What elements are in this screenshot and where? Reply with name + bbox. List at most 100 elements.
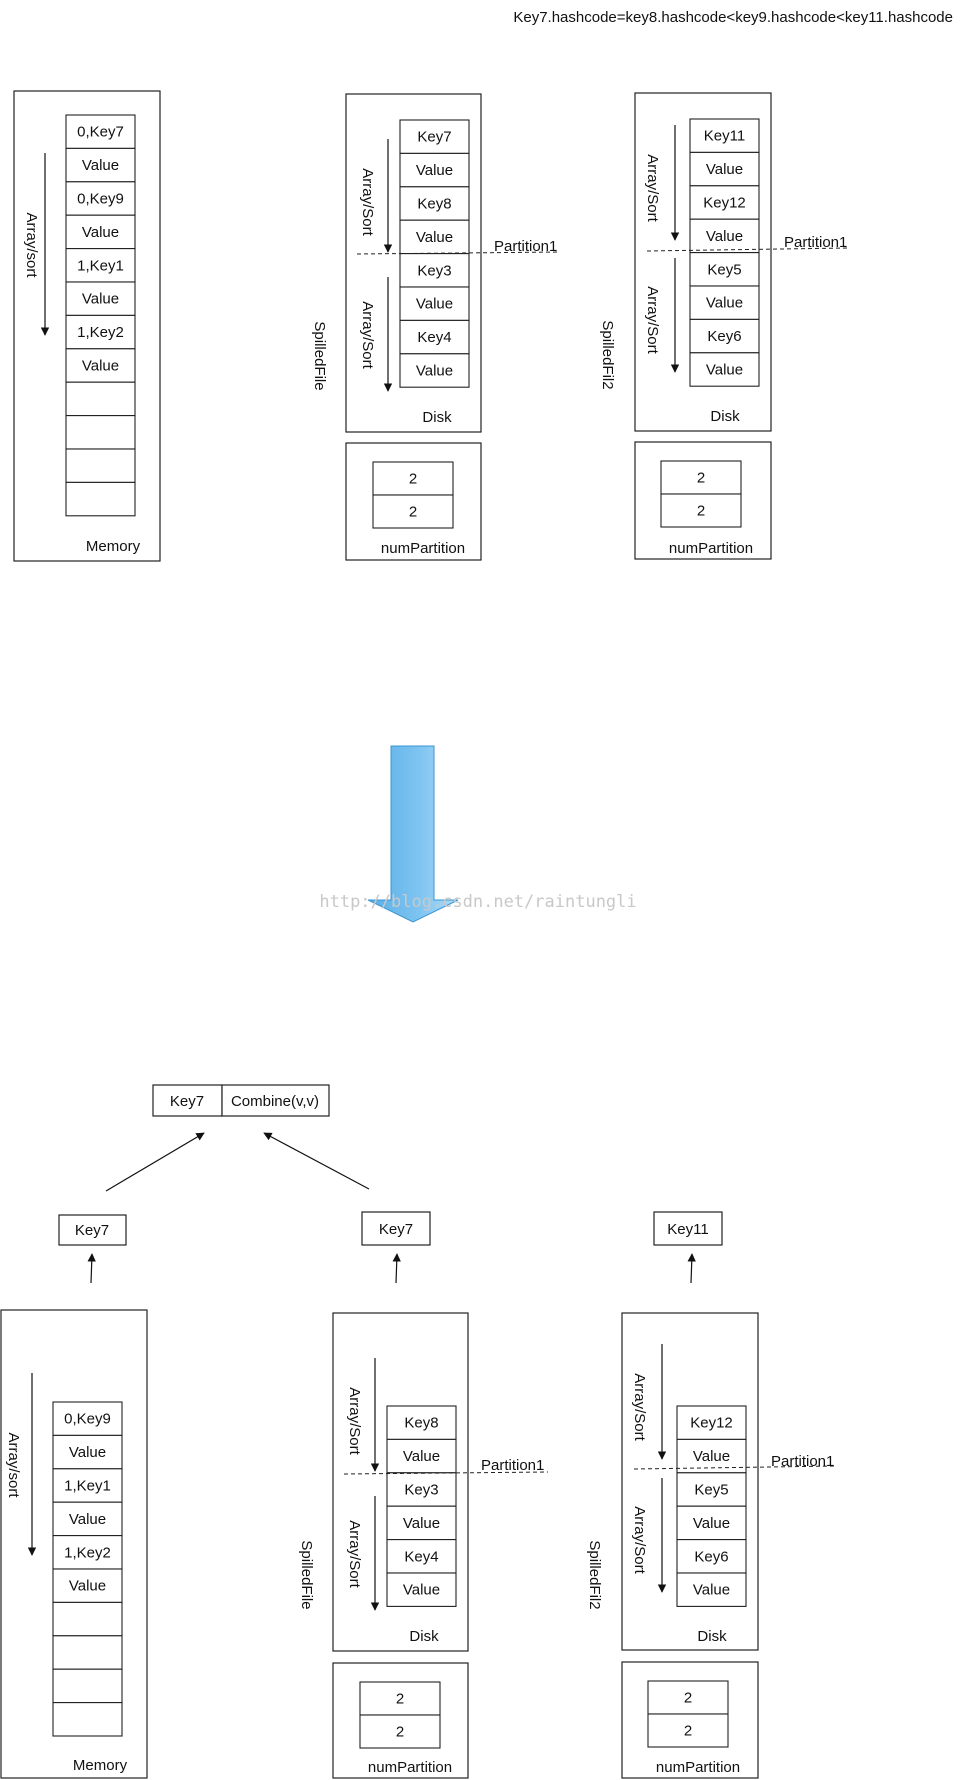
result-op-box [221, 1084, 330, 1117]
cell-label: Key12 [690, 1415, 733, 1432]
cell-label: Value [69, 1578, 106, 1595]
num-partition-frame [345, 442, 482, 561]
spilled-file2-label: SpilledFil2 [599, 320, 616, 389]
array-sort-label: Array/Sort [631, 1506, 648, 1574]
head-key-spill2: Key11 [653, 1211, 723, 1284]
merge-result: Key7 Combine(v,v) [105, 1084, 370, 1192]
cell-box [65, 181, 136, 216]
cell-label: Value [706, 295, 743, 312]
cell-box [65, 381, 136, 417]
memory-label: Memory [86, 538, 141, 555]
partition1-label: Partition1 [771, 1453, 834, 1470]
cell-label: Value [82, 358, 119, 375]
cell-box [386, 1438, 457, 1474]
cell-label: Value [416, 229, 453, 246]
spilled-file-label: SpilledFile [298, 1540, 315, 1609]
cell-box [660, 493, 742, 528]
cell-label: 2 [409, 471, 417, 488]
cell-box [372, 461, 454, 496]
cell-label: Key8 [404, 1415, 438, 1432]
disk-frame [332, 1312, 469, 1652]
cell-label: 2 [697, 470, 705, 487]
partition-divider [343, 1471, 549, 1475]
cell-box [399, 186, 470, 221]
num-partition-frame [621, 1661, 759, 1779]
cell-box [399, 152, 470, 188]
cell-label: Key6 [694, 1548, 728, 1565]
cell-box [689, 318, 760, 354]
cell-label: Value [706, 362, 743, 379]
cell-box [676, 1539, 747, 1574]
array-sort-label: Array/Sort [346, 1387, 363, 1455]
cell-label: 1,Key2 [64, 1544, 111, 1561]
hashcode-note: Key7.hashcode=key8.hashcode<key9.hashcod… [513, 9, 953, 26]
cell-label: Key4 [417, 329, 451, 346]
cell-box [386, 1505, 457, 1541]
cell-label: Value [403, 1582, 440, 1599]
cell-box [52, 1501, 123, 1537]
num-partition-stack: 22 [359, 1681, 441, 1749]
cell-label: Key7 [417, 129, 451, 146]
head-up-arrow [392, 1253, 401, 1284]
cell-box [647, 1680, 729, 1715]
cell-box [52, 1601, 123, 1637]
cell-label: 2 [684, 1690, 692, 1707]
cell-label: Value [416, 162, 453, 179]
disk-label: Disk [697, 1628, 727, 1645]
memory-before: 0,Key7Value0,Key9Value1,Key1Value1,Key2V… [13, 90, 161, 562]
cell-label: Key5 [694, 1482, 728, 1499]
array-sort-label: Array/Sort [644, 154, 661, 222]
partition1-label: Partition1 [481, 1457, 544, 1474]
cell-box [65, 481, 136, 517]
cell-label: Value [693, 1515, 730, 1532]
array-sort-label: Array/Sort [631, 1373, 648, 1441]
memory-label: Memory [73, 1757, 128, 1774]
cell-box [689, 185, 760, 220]
num-partition-label: numPartition [669, 540, 753, 557]
num-partition-stack: 22 [372, 461, 454, 529]
cell-box [676, 1572, 747, 1607]
cell-label: Value [403, 1515, 440, 1532]
head-key-label: Key7 [75, 1222, 109, 1239]
cell-box [689, 352, 760, 387]
cell-label: 2 [396, 1691, 404, 1708]
array-sort-label: Array/Sort [359, 301, 376, 369]
num-partition-label: numPartition [381, 540, 465, 557]
cell-label: Key3 [417, 262, 451, 279]
cell-label: Value [82, 224, 119, 241]
cell-box [386, 1405, 457, 1440]
cell-label: Key12 [703, 195, 746, 212]
cell-label: 0,Key7 [77, 124, 124, 141]
cell-box [65, 314, 136, 350]
cell-box [399, 219, 470, 255]
disk-label: Disk [409, 1628, 439, 1645]
cell-label: Value [69, 1511, 106, 1528]
head-key-label: Key7 [379, 1221, 413, 1238]
cell-box [386, 1539, 457, 1574]
cell-box [660, 460, 742, 495]
cell-label: Key3 [404, 1482, 438, 1499]
cell-label: Key4 [404, 1548, 438, 1565]
cell-label: Value [416, 296, 453, 313]
cell-label: Value [706, 161, 743, 178]
cell-label: Value [693, 1582, 730, 1599]
cell-label: Value [403, 1448, 440, 1465]
disk-label: Disk [422, 409, 452, 426]
cell-box [647, 1713, 729, 1748]
memory-cell-stack: 0,Key7Value0,Key9Value1,Key1Value1,Key2V… [65, 114, 136, 517]
cell-box [399, 119, 470, 154]
watermark: http://blog.csdn.net/raintungli [319, 892, 636, 912]
cell-label: Value [706, 228, 743, 245]
num-partition-frame [634, 441, 772, 560]
num-partition-stack: 22 [647, 1680, 729, 1748]
cell-box [52, 1668, 123, 1704]
cell-box [386, 1572, 457, 1607]
cell-label: Value [416, 363, 453, 380]
cell-box [676, 1472, 747, 1507]
partition-divider [646, 247, 849, 252]
cell-label: 1,Key1 [77, 257, 124, 274]
